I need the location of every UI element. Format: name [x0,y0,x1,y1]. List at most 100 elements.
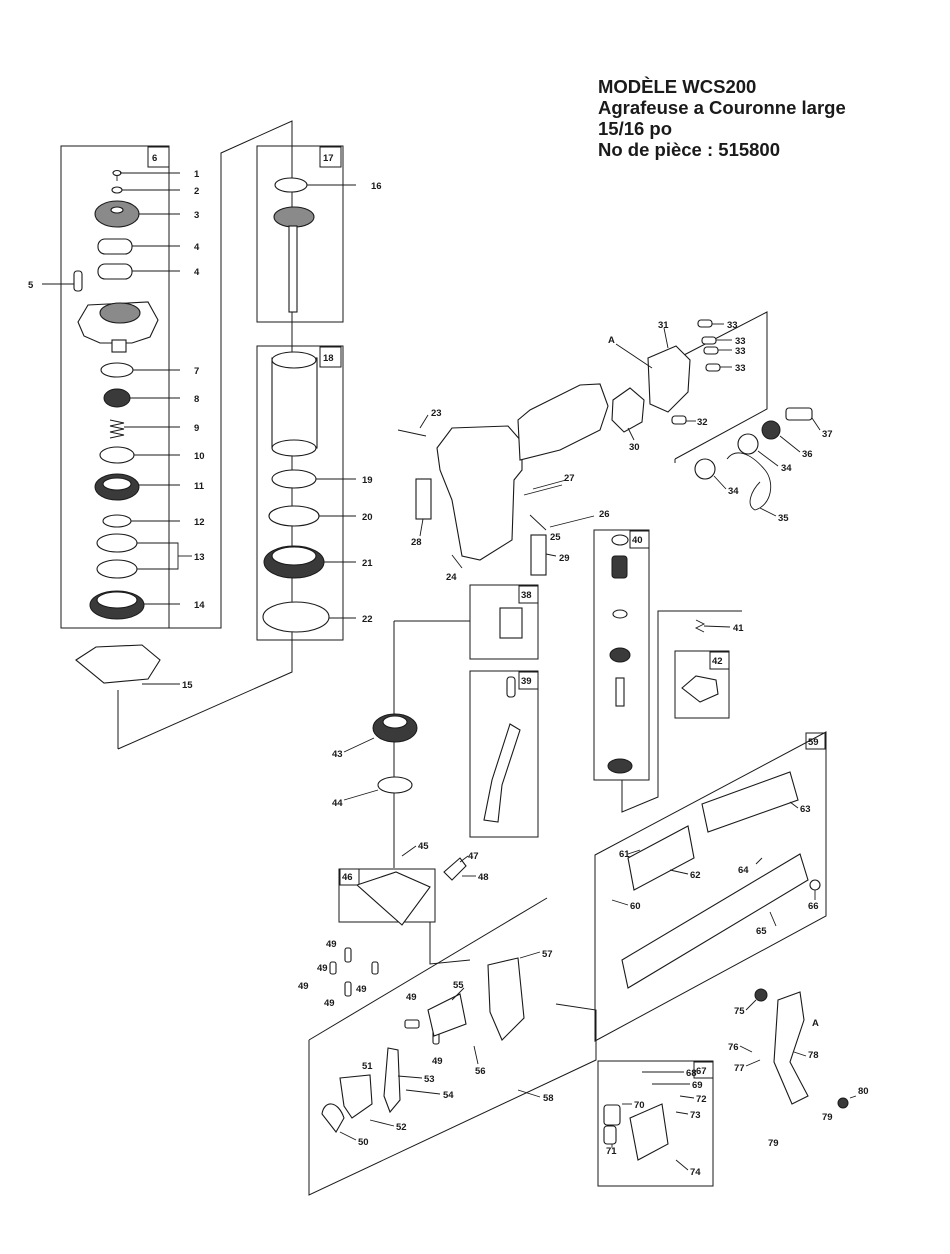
group-label-39: 39 [521,676,532,687]
part-number: No de pièce : 515800 [598,139,781,160]
callout-50: 50 [358,1137,369,1148]
callout-80: 80 [858,1086,869,1097]
callout-72: 72 [696,1094,707,1105]
callout-70: 70 [634,1100,645,1111]
callout-43: 43 [332,749,343,760]
callout-49d: 49 [356,984,367,995]
callout-33c: 33 [735,346,746,357]
leader-lines [42,172,857,1171]
model-name: MODÈLE WCS200 [598,76,757,97]
callout-49e: 49 [324,998,335,1009]
callout-78: 78 [808,1050,819,1061]
callout-49b: 49 [317,963,328,974]
callout-71: 71 [606,1146,617,1157]
callout-44: 44 [332,798,343,809]
callout-32: 32 [697,417,708,428]
callout-3: 3 [194,210,199,221]
callout-4a: 4 [194,242,200,253]
group-frames [60,120,827,1196]
callout-73: 73 [690,1110,701,1121]
callout-54: 54 [443,1090,454,1101]
callout-24: 24 [446,572,457,583]
callout-25: 25 [550,532,561,543]
callout-30: 30 [629,442,640,453]
callout-68: 68 [686,1068,697,1079]
callout-20: 20 [362,512,373,523]
callout-76: 76 [728,1042,739,1053]
callout-5: 5 [28,280,34,291]
callout-1: 1 [194,169,200,180]
callout-4b: 4 [194,267,200,278]
group-label-42: 42 [712,656,723,667]
callout-77: 77 [734,1063,745,1074]
callout-11: 11 [194,481,205,492]
callout-79a: 79 [768,1138,779,1149]
callout-22: 22 [362,614,373,625]
callout-A-top: A [608,335,615,346]
callout-10: 10 [194,451,205,462]
callout-37: 37 [822,429,833,440]
callout-33a: 33 [727,320,738,331]
callout-49c: 49 [298,981,309,992]
group-label-67: 67 [696,1066,707,1077]
group-label-6: 6 [152,153,157,164]
callout-16: 16 [371,181,382,192]
callout-69: 69 [692,1080,703,1091]
group-label-38: 38 [521,590,532,601]
callout-79b: 79 [822,1112,833,1123]
callout-55: 55 [453,980,464,991]
callout-33b: 33 [735,336,746,347]
callout-9: 9 [194,423,199,434]
callout-53: 53 [424,1074,435,1085]
callout-61: 61 [619,849,630,860]
callout-2: 2 [194,186,199,197]
callout-60: 60 [630,901,641,912]
callout-51: 51 [362,1061,373,1072]
product-name: Agrafeuse a Couronne large [598,97,846,118]
callout-15: 15 [182,680,193,691]
callout-14: 14 [194,600,205,611]
callout-49g: 49 [432,1056,443,1067]
callout-47: 47 [468,851,479,862]
callout-65: 65 [756,926,767,937]
callout-23: 23 [431,408,442,419]
group-label-46: 46 [342,872,353,883]
group-label-17: 17 [323,153,334,164]
callout-41: 41 [733,623,744,634]
callout-58: 58 [543,1093,554,1104]
callout-34a: 34 [781,463,792,474]
callout-36: 36 [802,449,813,460]
group-label-18: 18 [323,353,334,364]
crown-size: 15/16 po [598,118,673,139]
callout-45: 45 [418,841,429,852]
group-labels: 6 17 18 38 39 40 42 46 59 67 [147,146,826,1079]
callout-52: 52 [396,1122,407,1133]
callout-48: 48 [478,872,489,883]
callout-49a: 49 [326,939,337,950]
callout-28: 28 [411,537,422,548]
callout-75: 75 [734,1006,745,1017]
callout-8: 8 [194,394,199,405]
callout-12: 12 [194,517,205,528]
callout-A-bottom: A [812,1018,819,1029]
callout-64: 64 [738,865,749,876]
callout-63: 63 [800,804,811,815]
callout-74: 74 [690,1167,701,1178]
callout-62: 62 [690,870,701,881]
callout-49f: 49 [406,992,417,1003]
callout-33d: 33 [735,363,746,374]
callout-7: 7 [194,366,199,377]
callout-57: 57 [542,949,553,960]
callout-27: 27 [564,473,575,484]
callout-66: 66 [808,901,819,912]
callout-56: 56 [475,1066,486,1077]
diagram-title: MODÈLE WCS200 Agrafeuse a Couronne large… [598,76,846,160]
part-shapes [73,169,849,1161]
callout-labels: 1 2 3 4 4 5 7 8 9 10 11 12 13 14 15 16 1… [28,169,869,1178]
callout-31: 31 [658,320,669,331]
callout-13: 13 [194,552,205,563]
callout-19: 19 [362,475,373,486]
callout-35: 35 [778,513,789,524]
group-label-40: 40 [632,535,643,546]
